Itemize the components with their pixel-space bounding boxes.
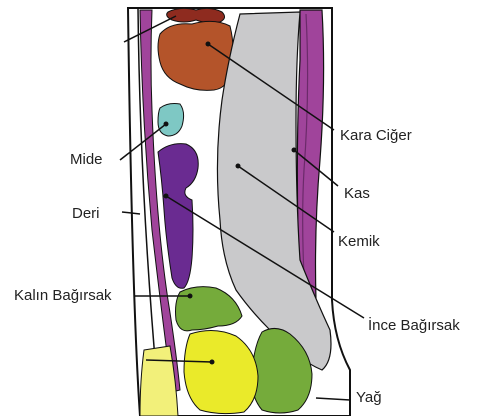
leader-dot-kalin-bagirsak (188, 294, 193, 299)
leader-dot-kemik (236, 164, 241, 169)
label-ince-bagirsak: İnce Bağırsak (368, 318, 460, 333)
label-kas: Kas (344, 186, 370, 201)
label-yag: Yağ (356, 390, 382, 405)
leader-dot-yag (210, 360, 215, 365)
label-kemik: Kemik (338, 234, 380, 249)
label-deri: Deri (72, 206, 100, 221)
label-kara-ciger: Kara Ciğer (340, 128, 412, 143)
leader-dot-ince-bagirsak (164, 194, 169, 199)
leader-dot-kara-ciger (206, 42, 211, 47)
label-kalin-bagirsak: Kalın Bağırsak (14, 288, 112, 303)
label-mide: Mide (70, 152, 103, 167)
leader-dot-mide (164, 122, 169, 127)
leader-dot-kas (292, 148, 297, 153)
